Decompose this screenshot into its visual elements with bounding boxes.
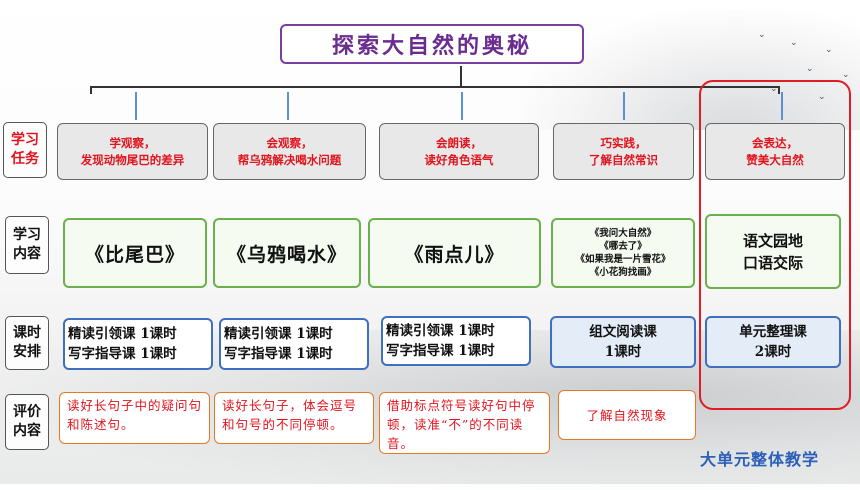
content-card: 《我问大自然》 《哪去了》 《如果我是一片雪花》 《小花狗找画》 bbox=[551, 218, 695, 288]
branch-line bbox=[461, 92, 463, 120]
branch-line bbox=[781, 92, 783, 120]
row-label-tasks: 学习任务 bbox=[3, 122, 47, 178]
title-connector bbox=[460, 66, 462, 86]
schedule-card: 精读引领课 1课时写字指导课 1课时 bbox=[381, 316, 531, 366]
highlight-frame bbox=[699, 80, 851, 410]
branch-line bbox=[135, 92, 137, 120]
content-card: 语文园地 口语交际 bbox=[705, 214, 841, 289]
content-card: 《乌鸦喝水》 bbox=[213, 218, 361, 288]
content-card: 《雨点儿》 bbox=[368, 218, 541, 288]
schedule-card: 精读引领课 1课时写字指导课 1课时 bbox=[219, 318, 369, 370]
bird-icon: ⌄ bbox=[790, 38, 798, 48]
task-card: 会朗读，读好角色语气 bbox=[379, 123, 539, 180]
horizontal-connector bbox=[90, 86, 780, 88]
task-card: 巧实践，了解自然常识 bbox=[553, 123, 694, 180]
row-label-evaluation: 评价内容 bbox=[5, 394, 49, 450]
task-card: 会表达，赞美大自然 bbox=[705, 123, 845, 180]
bird-icon: ⌄ bbox=[825, 45, 833, 55]
bird-icon: ⌄ bbox=[770, 84, 778, 94]
branch-line bbox=[287, 92, 289, 120]
task-card: 会观察，帮乌鸦解决喝水问题 bbox=[213, 123, 366, 180]
page-title: 探索大自然的奥秘 bbox=[280, 24, 584, 64]
row-label-content: 学习内容 bbox=[5, 216, 49, 274]
task-card: 学观察，发现动物尾巴的差异 bbox=[57, 123, 208, 180]
branch-line bbox=[623, 92, 625, 120]
row-label-schedule: 课时安排 bbox=[5, 316, 49, 370]
bird-icon: ⌄ bbox=[758, 30, 766, 40]
bird-icon: ⌄ bbox=[806, 64, 814, 74]
connector-tick bbox=[90, 86, 92, 94]
evaluation-card: 了解自然现象 bbox=[558, 390, 696, 440]
footer-label: 大单元整体教学 bbox=[700, 450, 820, 469]
evaluation-card: 读好长句子中的疑问句和陈述句。 bbox=[59, 392, 210, 444]
evaluation-card: 借助标点符号读好句中停顿，读准“不”的不同读音。 bbox=[379, 392, 550, 454]
bird-icon: ⌄ bbox=[842, 70, 850, 80]
schedule-card: 精读引领课 1课时写字指导课 1课时 bbox=[63, 318, 213, 370]
evaluation-card: 读好长句子，体会逗号和句号的不同停顿。 bbox=[214, 392, 374, 444]
content-card: 《比尾巴》 bbox=[63, 218, 207, 288]
bird-icon: ⌄ bbox=[818, 92, 826, 102]
connector-tick bbox=[778, 86, 780, 94]
